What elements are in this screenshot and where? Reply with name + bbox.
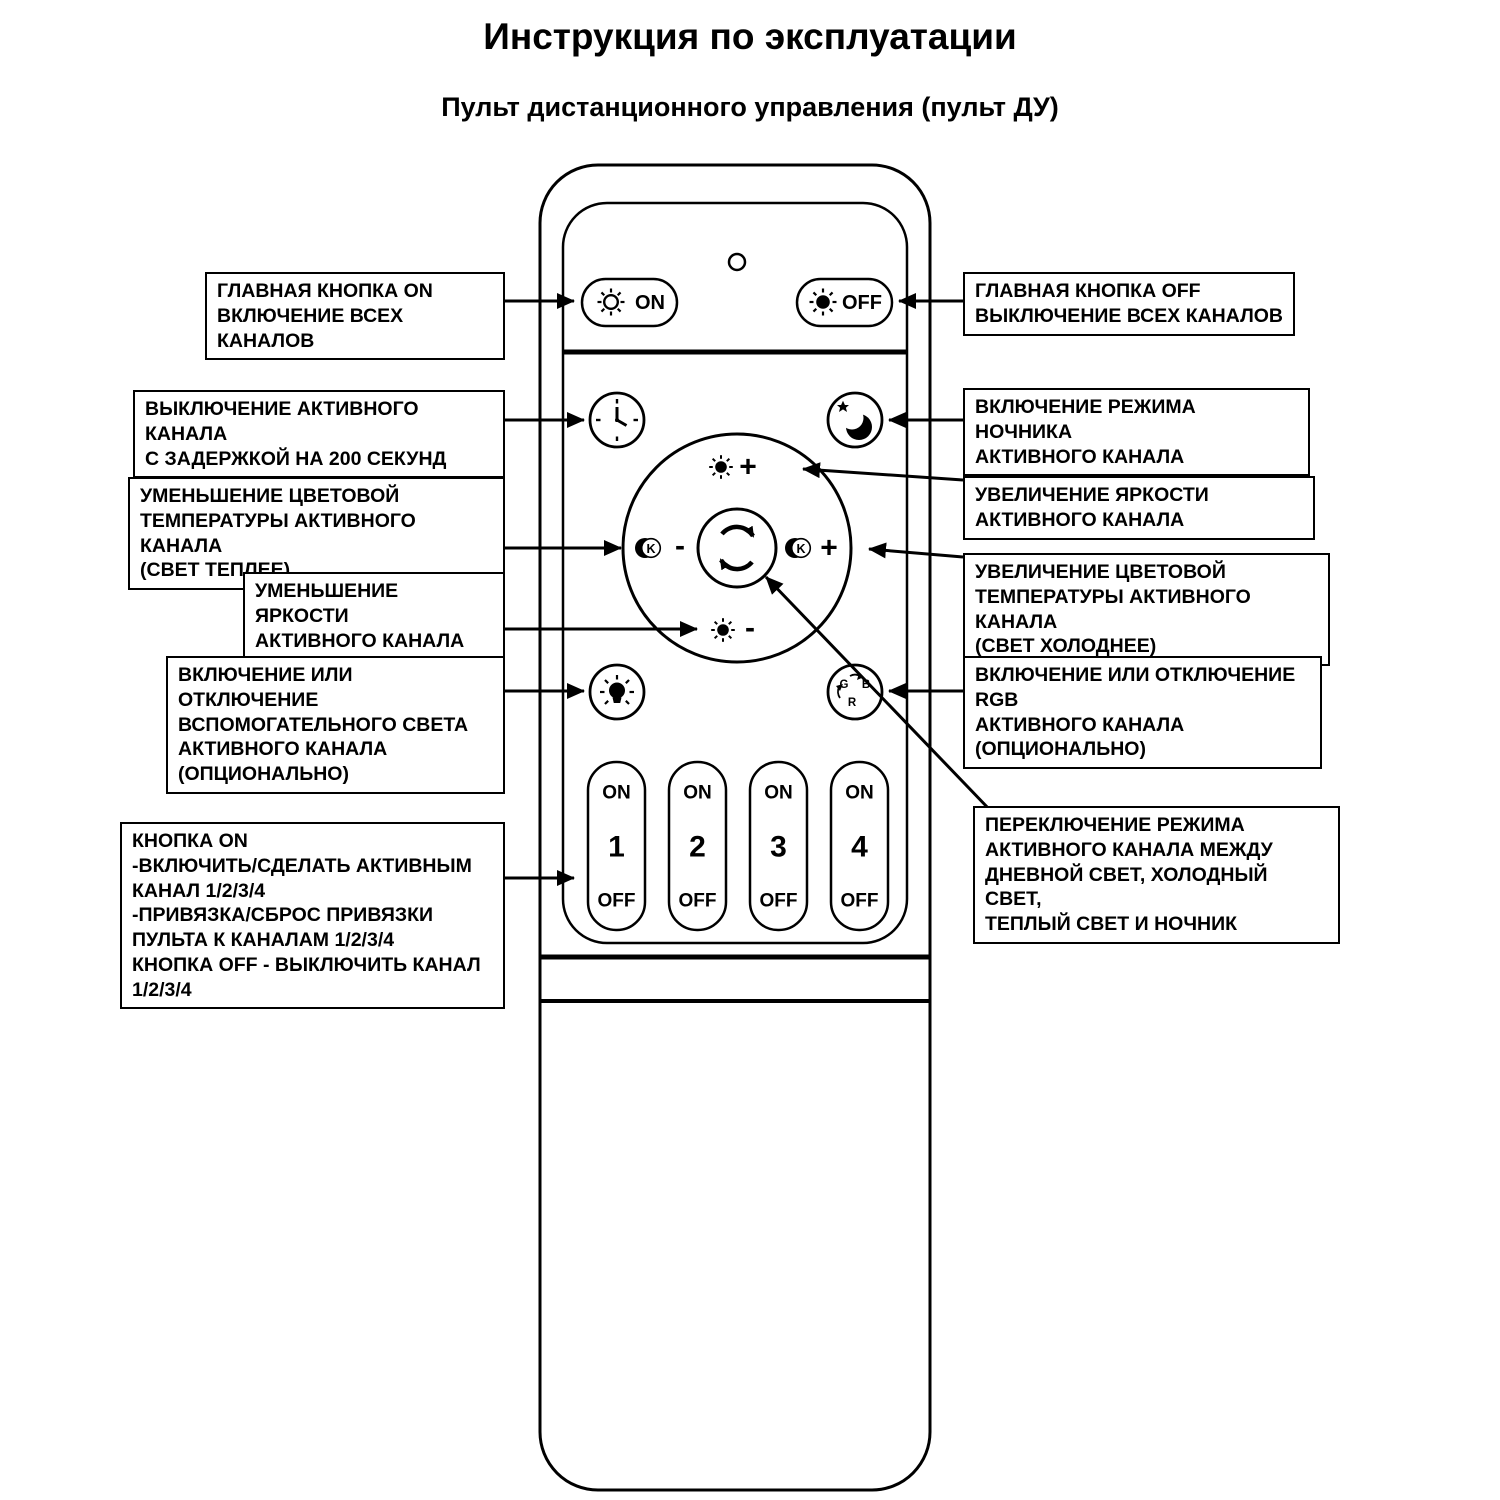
arrow-temp-up (868, 542, 964, 559)
channel-number: 3 (770, 831, 787, 864)
brightness-up-button: + (708, 451, 757, 484)
callout-delay-off: ВЫКЛЮЧЕНИЕ АКТИВНОГО КАНАЛА С ЗАДЕРЖКОЙ … (133, 390, 505, 479)
clock-icon (596, 399, 638, 441)
brightness-down-button: - (710, 612, 755, 645)
channel-off-label: OFF (598, 891, 636, 912)
temp-down-button: - (634, 530, 685, 563)
callout-channel-buttons: КНОПКА ON -ВКЛЮЧИТЬ/СДЕЛАТЬ АКТИВНЫМ КАН… (120, 822, 505, 1010)
channel-button-3: ON 3 OFF (748, 760, 809, 932)
channel-button-4: ON 4 OFF (829, 760, 890, 932)
brightness-down-sign: - (745, 612, 755, 645)
channel-on-label: ON (602, 783, 631, 804)
night-mode-button (826, 391, 884, 449)
main-off-button: OFF (795, 277, 894, 328)
channel-on-label: ON (845, 783, 874, 804)
callout-brightness-down: УМЕНЬШЕНИЕ ЯРКОСТИ АКТИВНОГО КАНАЛА (243, 572, 505, 661)
callout-arrows (460, 293, 992, 886)
main-off-label: OFF (842, 292, 882, 314)
sun-small-icon (710, 617, 736, 643)
channel-off-label: OFF (760, 891, 798, 912)
callout-main-off: ГЛАВНАЯ КНОПКА OFF ВЫКЛЮЧЕНИЕ ВСЕХ КАНАЛ… (963, 272, 1295, 336)
channel-on-label: ON (683, 783, 712, 804)
temp-up-sign: + (820, 532, 838, 565)
arrow-brightness-up (802, 462, 964, 482)
delay-off-button (588, 391, 646, 449)
sun-small-icon (708, 454, 734, 480)
callout-night-mode: ВКЛЮЧЕНИЕ РЕЖИМА НОЧНИКА АКТИВНОГО КАНАЛ… (963, 388, 1310, 477)
cycle-arrows-icon (719, 524, 755, 572)
bulb-icon (600, 675, 634, 705)
callout-aux-light: ВКЛЮЧЕНИЕ ИЛИ ОТКЛЮЧЕНИЕ ВСПОМОГАТЕЛЬНОГ… (166, 656, 505, 794)
callout-temp-up: УВЕЛИЧЕНИЕ ЦВЕТОВОЙ ТЕМПЕРАТУРЫ АКТИВНОГ… (963, 553, 1330, 666)
aux-light-button (588, 663, 646, 721)
channel-off-label: OFF (679, 891, 717, 912)
main-on-label: ON (635, 292, 665, 314)
channel-button-1: ON 1 OFF (586, 760, 647, 932)
arrow-mode-cycle (764, 575, 992, 812)
page-title: Инструкция по эксплуатации (483, 16, 1017, 57)
channel-on-label: ON (764, 783, 793, 804)
channel-number: 4 (851, 831, 868, 864)
temp-up-button: + (784, 532, 838, 565)
channel-number: 2 (689, 831, 706, 864)
kelvin-icon (634, 537, 662, 559)
brightness-up-sign: + (739, 451, 757, 484)
rgb-button: G B R (826, 663, 884, 721)
callout-mode-cycle: ПЕРЕКЛЮЧЕНИЕ РЕЖИМА АКТИВНОГО КАНАЛА МЕЖ… (973, 806, 1340, 944)
mode-cycle-button (696, 507, 778, 589)
kelvin-icon (784, 537, 812, 559)
temp-down-sign: - (675, 530, 685, 563)
indicator-led (727, 252, 747, 272)
channel-number: 1 (608, 831, 625, 864)
rgb-letter-g: G (840, 679, 849, 691)
main-on-button: ON (580, 277, 679, 328)
channel-off-label: OFF (841, 891, 879, 912)
moon-star-icon (837, 400, 872, 440)
callout-rgb: ВКЛЮЧЕНИЕ ИЛИ ОТКЛЮЧЕНИЕ RGB АКТИВНОГО К… (963, 656, 1322, 769)
rgb-letter-r: R (848, 697, 857, 709)
page-subtitle: Пульт дистанционного управления (пульт Д… (441, 92, 1059, 122)
callout-main-on: ГЛАВНАЯ КНОПКА ON ВКЛЮЧЕНИЕ ВСЕХ КАНАЛОВ (205, 272, 505, 361)
remote-control: ON OFF (538, 163, 932, 1492)
rgb-letter-b: B (862, 679, 870, 691)
callout-brightness-up: УВЕЛИЧЕНИЕ ЯРКОСТИ АКТИВНОГО КАНАЛА (963, 476, 1315, 540)
channel-button-2: ON 2 OFF (667, 760, 728, 932)
